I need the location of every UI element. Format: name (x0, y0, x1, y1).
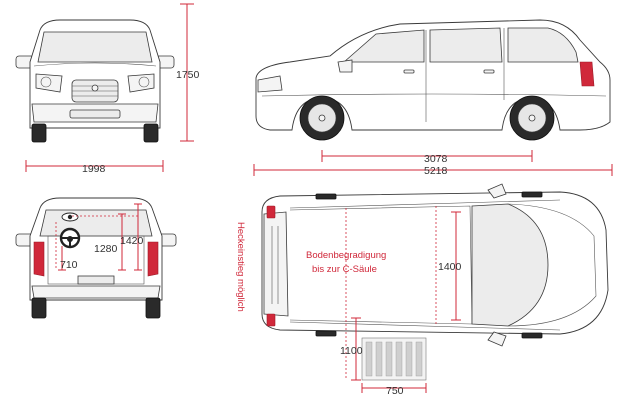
ramp-length-value: 1100 (340, 345, 363, 357)
top-body (261, 191, 609, 335)
rear-view: 1420 1280 710 (15, 197, 177, 319)
rear-bumper (31, 285, 161, 299)
side-view: 3078 5218 (253, 19, 613, 177)
front-right-tire (143, 123, 159, 143)
top-windshield (471, 203, 549, 327)
rear-entry-label: Heckeinstieg möglich (235, 222, 246, 312)
floor-lowering-label-1: Bodenbegradigung (306, 250, 386, 261)
side-taillight (579, 61, 595, 87)
right-taillight (147, 241, 159, 277)
side-headlight (257, 75, 283, 93)
rear-quarter-window (507, 27, 579, 63)
side-ramp (361, 337, 427, 381)
front-door-window (342, 29, 425, 63)
front-left-tire (31, 123, 47, 143)
front-view: 1750 1998 (15, 3, 200, 175)
steering-wheel-icon (59, 227, 81, 249)
middle-window (429, 27, 503, 63)
windshield (37, 31, 153, 63)
width-value: 1998 (82, 163, 106, 175)
rear-height-1420: 1420 (120, 235, 144, 247)
length-value: 5218 (424, 165, 448, 177)
floor-lowering-label-2: bis zur C-Säule (312, 264, 377, 275)
rear-window (39, 209, 153, 237)
rear-height-1280: 1280 (94, 243, 118, 255)
rear-height-710: 710 (60, 259, 78, 271)
wheelbase-value: 3078 (424, 153, 448, 165)
eye-icon (61, 212, 79, 222)
ramp-width-value: 750 (386, 385, 404, 397)
left-taillight (33, 241, 45, 277)
top-view: Heckeinstieg möglich 1400 Bodenbegradigu… (235, 183, 609, 397)
interior-width-value: 1400 (438, 261, 462, 273)
height-value: 1750 (176, 69, 200, 81)
